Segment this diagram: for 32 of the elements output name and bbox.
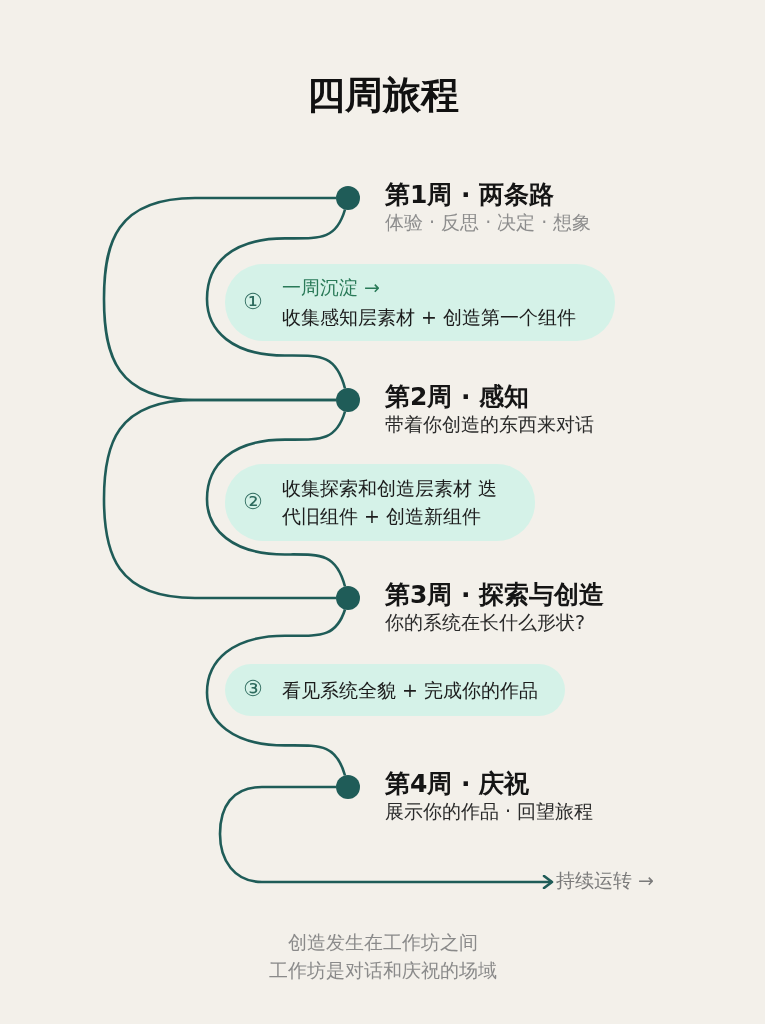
path-line [205,411,347,587]
milestone-heading: 第1周 · 两条路 [385,179,555,211]
step-text: 看见系统全貌 + 完成你的作品 [282,678,539,703]
step-text: 收集感知层素材 + 创造第一个组件 [282,304,577,330]
milestone-subtitle: 你的系统在长什么形状? [385,610,586,635]
milestone-heading: 第4周 · 庆祝 [385,768,530,800]
milestone-dot [336,388,360,412]
step-pill [225,464,535,541]
title: 四周旅程 [305,72,460,119]
milestone-dot [336,586,360,610]
step-number: ① [243,288,263,314]
milestone-subtitle: 展示你的作品 · 回望旅程 [385,799,594,824]
end-label: 持续运转 → [556,868,654,894]
milestone-subtitle: 带着你创造的东西来对话 [385,412,594,437]
milestone-heading: 第2周 · 感知 [385,381,530,413]
footer-note: 创造发生在工作坊之间 [286,930,479,955]
step-number: ③ [243,676,263,701]
step-pill [225,264,615,341]
path-line [102,196,336,402]
step-number: ② [243,488,263,514]
milestone-dot [336,186,360,210]
step-pill [225,664,565,716]
path-line [205,609,347,776]
path-line [102,398,336,600]
path-line [205,209,347,389]
arrow [218,785,554,890]
step-note: 一周沉淀 → [282,274,381,300]
milestone-heading: 第3周 · 探索与创造 [385,579,605,611]
milestone-subtitle: 体验 · 反思 · 决定 · 想象 [385,210,592,235]
milestone-dot [336,775,360,799]
step-text: 收集探索和创造层素材 迭代旧组件 + 创造新组件 [282,476,499,529]
footer-note: 工作坊是对话和庆祝的场域 [267,958,498,983]
